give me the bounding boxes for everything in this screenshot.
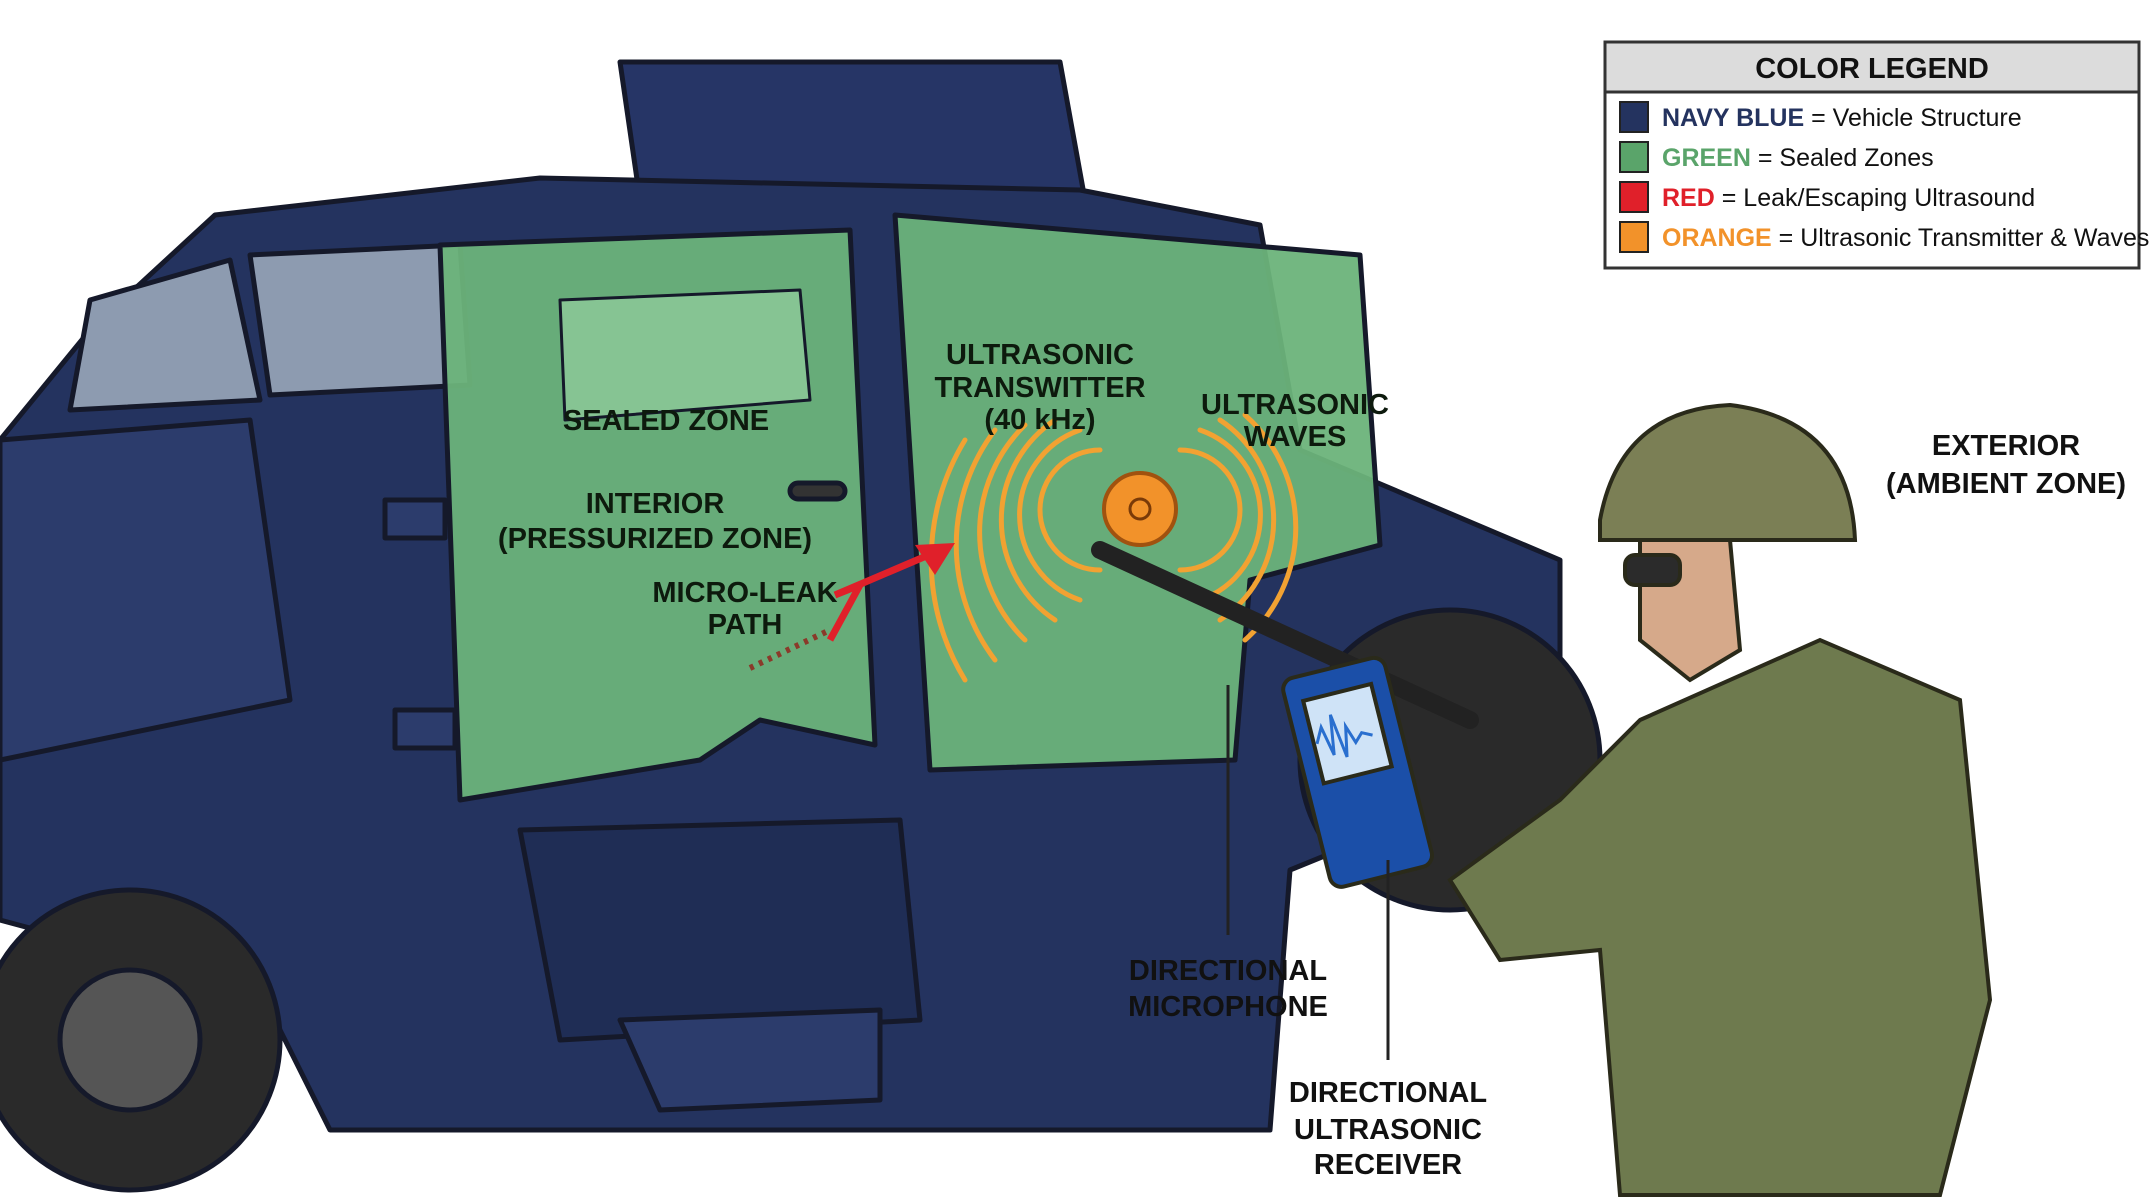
ultrasonic-transmitter — [928, 412, 1299, 683]
color-legend: COLOR LEGEND NAVY BLUE = Vehicle Structu… — [1603, 40, 2149, 270]
rear-door-step — [617, 1007, 883, 1113]
door-handle — [787, 480, 848, 502]
label-transmitter-freq: (40 kHz) — [984, 404, 1095, 436]
soldier-body — [1447, 637, 1993, 1197]
legend-item: GREEN = Sealed Zones — [1662, 144, 1934, 172]
legend-item-key: RED — [1662, 184, 1715, 212]
legend-swatch — [1619, 141, 1649, 173]
leak-arrowhead — [915, 543, 955, 575]
label-transmitter: ULTRASONIC — [946, 339, 1134, 371]
legend-header — [1603, 40, 2141, 94]
label-interior-sub: (PRESSURIZED ZONE) — [498, 523, 812, 555]
door-window — [558, 288, 812, 422]
armored-vehicle — [0, 59, 1603, 1193]
legend-item-desc: Ultrasonic Transmitter & Waves — [1800, 224, 2149, 252]
label-sealed-zone: SEALED ZONE — [563, 405, 769, 437]
label-waves-sub: WAVES — [1244, 421, 1347, 453]
directional-microphone-wand — [1091, 541, 1479, 729]
label-exterior: EXTERIOR — [1932, 430, 2080, 462]
windshield — [67, 242, 473, 413]
legend-item-sep: = — [1804, 104, 1833, 132]
legend-title: COLOR LEGEND — [1755, 53, 1989, 85]
legend-item-desc: Leak/Escaping Ultrasound — [1743, 184, 2035, 212]
label-exterior-sub: (AMBIENT ZONE) — [1886, 468, 2126, 500]
helmet — [1598, 402, 1858, 542]
transmitter-disc — [1102, 471, 1178, 547]
legend-item: NAVY BLUE = Vehicle Structure — [1662, 104, 2022, 132]
legend-item-desc: Sealed Zones — [1779, 144, 1933, 172]
legend-item-key: GREEN — [1662, 144, 1751, 172]
leak-dots — [748, 627, 832, 671]
label-micro-leak-sub: PATH — [708, 609, 783, 641]
legend-item: ORANGE = Ultrasonic Transmitter & Waves — [1662, 224, 2149, 252]
legend-item-sep: = — [1715, 184, 1744, 212]
soldier — [1091, 402, 1993, 1197]
legend-item: RED = Leak/Escaping Ultrasound — [1662, 184, 2035, 212]
micro-leak-path — [748, 543, 955, 671]
legend-item-key: ORANGE — [1662, 224, 1772, 252]
label-interior: INTERIOR — [586, 488, 725, 520]
label-transmitter-name: TRANSWITTER — [934, 372, 1145, 404]
leak-arrow — [826, 544, 947, 642]
front-step — [517, 817, 923, 1043]
door-hinge-top — [382, 497, 448, 541]
legend-swatch — [1619, 221, 1649, 253]
receiver-waveform — [1315, 714, 1373, 758]
legend-swatch — [1619, 181, 1649, 213]
front-wheel-hub — [57, 967, 203, 1113]
goggles — [1623, 553, 1682, 587]
label-microphone-sub: MICROPHONE — [1128, 991, 1328, 1023]
legend-item-desc: Vehicle Structure — [1833, 104, 2022, 132]
label-waves: ULTRASONIC — [1201, 389, 1389, 421]
legend-item-key: NAVY BLUE — [1662, 104, 1804, 132]
vehicle-hood — [0, 417, 293, 763]
legend-item-sep: = — [1751, 144, 1780, 172]
transmitter-center — [1128, 497, 1152, 521]
door-hinge-bottom — [392, 707, 458, 751]
legend-swatch — [1619, 101, 1649, 133]
label-micro-leak: MICRO-LEAK — [652, 577, 837, 609]
legend-item-sep: = — [1772, 224, 1801, 252]
label-receiver: DIRECTIONAL — [1289, 1077, 1487, 1109]
label-receiver-sub: ULTRASONIC — [1294, 1114, 1482, 1146]
label-microphone: DIRECTIONAL — [1129, 955, 1327, 987]
label-receiver-name: RECEIVER — [1314, 1149, 1462, 1181]
